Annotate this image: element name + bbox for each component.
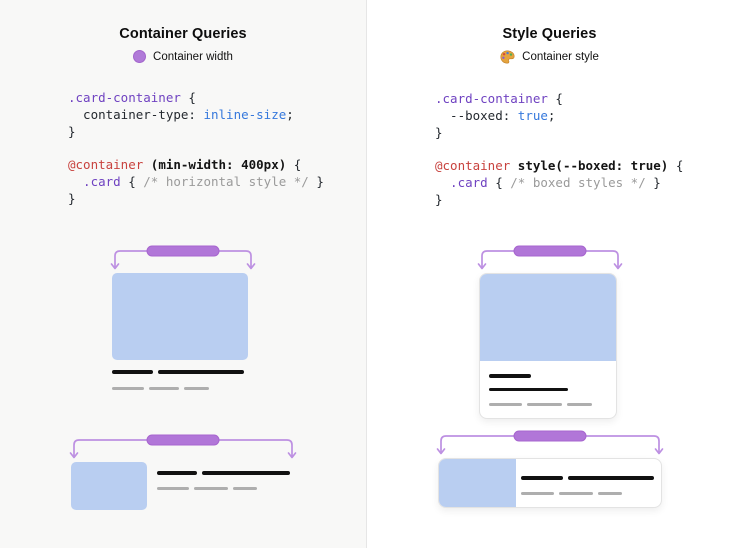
css-code-sample: .card-container { container-type: inline… <box>68 89 366 207</box>
page-title: Container Queries <box>119 26 247 42</box>
legend-container-style: Container style <box>367 50 732 64</box>
card-title-lines <box>157 471 290 475</box>
container-width-bracket-icon <box>110 245 256 270</box>
text-line <box>520 491 554 495</box>
container-width-bracket-icon <box>69 434 297 459</box>
code-line: .card-container { <box>68 90 196 105</box>
code-line: } <box>68 191 76 206</box>
text-line <box>112 386 144 390</box>
code-line: @container (min-width: 400px) { <box>68 157 302 172</box>
css-rule-at-container: @container (min-width: 400px) { .card { … <box>68 156 366 207</box>
css-rule-at-container: @container style(--boxed: true) { .card … <box>435 157 732 208</box>
page-title: Style Queries <box>502 26 597 42</box>
container-width-bracket-icon <box>436 430 663 455</box>
container-width-bracket-icon <box>477 245 622 270</box>
card-body-lines <box>520 491 654 495</box>
text-line <box>488 403 522 406</box>
text-line <box>158 370 244 374</box>
card-title-lines <box>488 374 607 378</box>
text-line <box>558 491 593 495</box>
card-vertical-layout <box>112 273 248 390</box>
card-text-column <box>520 459 654 507</box>
card-text-column <box>157 462 290 510</box>
diagram-boxed-horizontal-card <box>436 429 663 508</box>
legend-label: Container width <box>153 50 233 63</box>
text-line <box>184 386 209 390</box>
card-title-lines <box>488 387 607 391</box>
diagram-vertical-card <box>110 244 256 390</box>
code-line: .card { /* boxed styles */ } <box>435 175 661 190</box>
text-line <box>520 476 563 480</box>
boxed-card-horizontal-layout <box>437 458 662 508</box>
code-line: container-type: inline-size; <box>68 107 294 122</box>
boxed-card-vertical-layout <box>478 273 617 419</box>
text-line <box>233 486 257 490</box>
legend-container-width: Container width <box>0 50 366 63</box>
code-line: } <box>435 192 443 207</box>
css-rule-card-container: .card-container { container-type: inline… <box>68 89 366 140</box>
card-image-placeholder <box>438 459 516 507</box>
code-line: --boxed: true; <box>435 108 556 123</box>
code-line: .card { /* horizontal style */ } <box>68 174 324 189</box>
code-line: .card-container { <box>435 91 563 106</box>
card-image-placeholder <box>71 462 147 510</box>
card-body-lines <box>157 486 290 490</box>
text-line <box>157 471 197 475</box>
diagram-boxed-vertical-card <box>477 244 622 419</box>
text-line <box>149 386 179 390</box>
palette-icon <box>500 50 515 64</box>
card-title-lines <box>520 476 654 480</box>
card-body-lines <box>112 386 248 390</box>
container-queries-panel: Container Queries Container width .card-… <box>0 26 366 510</box>
diagram-horizontal-card <box>69 433 297 510</box>
text-line <box>157 486 189 490</box>
card-title-lines <box>112 370 248 374</box>
style-queries-panel: Style Queries Container style .card-cont… <box>366 0 732 548</box>
code-line: } <box>68 124 76 139</box>
text-line <box>566 403 592 406</box>
card-body-lines <box>488 403 607 406</box>
code-line: @container style(--boxed: true) { <box>435 158 684 173</box>
text-line <box>526 403 562 406</box>
container-width-legend-icon <box>133 50 147 63</box>
text-line <box>112 370 153 374</box>
code-line: } <box>435 125 443 140</box>
text-line <box>567 476 654 480</box>
card-image-placeholder <box>112 273 248 360</box>
css-rule-card-container: .card-container { --boxed: true; } <box>435 90 732 141</box>
card-horizontal-layout <box>71 462 295 510</box>
text-line <box>597 491 622 495</box>
card-body <box>480 361 616 418</box>
text-line <box>194 486 228 490</box>
text-line <box>488 374 531 378</box>
text-line <box>488 387 568 391</box>
card-image-placeholder <box>479 274 616 361</box>
text-line <box>202 471 290 475</box>
legend-label: Container style <box>522 51 599 63</box>
css-code-sample: .card-container { --boxed: true; } @cont… <box>435 90 732 208</box>
